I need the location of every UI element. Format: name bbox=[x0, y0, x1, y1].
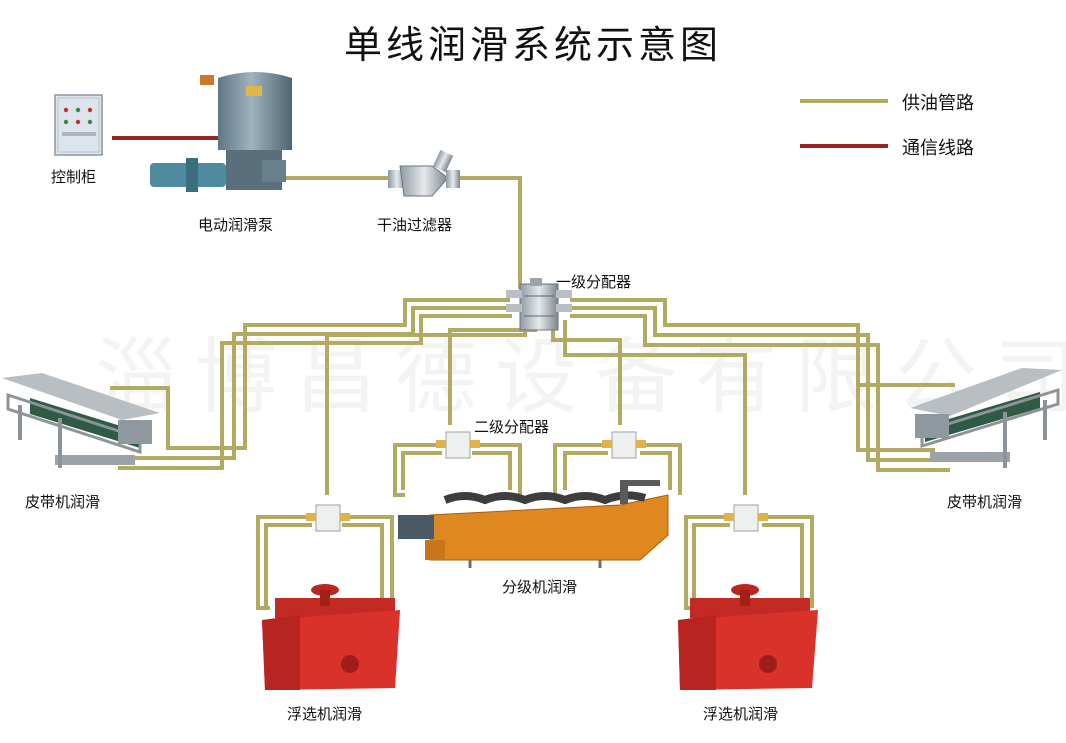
control-cabinet-label: 控制柜 bbox=[51, 168, 97, 186]
classifier-label: 分级机润滑 bbox=[502, 578, 578, 596]
belt-right-label: 皮带机润滑 bbox=[947, 493, 1023, 511]
primary-distributor-icon bbox=[506, 278, 572, 331]
flotation-machine-left-icon bbox=[262, 584, 400, 690]
secondary-distributor-flotation-right bbox=[724, 504, 768, 532]
electric-pump-icon bbox=[150, 72, 292, 192]
flotation-right-label: 浮选机润滑 bbox=[703, 705, 779, 723]
oil-filter-label: 干油过滤器 bbox=[377, 216, 453, 234]
watermark: 淄博昌德设备有限公司 bbox=[95, 330, 1066, 425]
electric-pump-label: 电动润滑泵 bbox=[198, 216, 274, 234]
supply-pipes bbox=[110, 176, 955, 610]
secondary-distributor-label: 二级分配器 bbox=[474, 418, 550, 436]
primary-distributor-label: 一级分配器 bbox=[556, 273, 632, 291]
legend-signal-label: 通信线路 bbox=[902, 138, 974, 159]
legend-supply-label: 供油管路 bbox=[902, 93, 974, 114]
secondary-distributor-classifier-right bbox=[602, 431, 646, 459]
control-cabinet-icon bbox=[54, 94, 103, 156]
belt-left-label: 皮带机润滑 bbox=[25, 493, 101, 511]
oil-filter-icon bbox=[388, 149, 460, 197]
belt-conveyor-right-icon bbox=[910, 368, 1062, 468]
flotation-machine-right-icon bbox=[678, 584, 818, 690]
secondary-distributor-classifier-left bbox=[436, 431, 480, 459]
belt-conveyor-left-icon bbox=[2, 373, 160, 468]
flotation-left-label: 浮选机润滑 bbox=[287, 705, 363, 723]
spiral-classifier-icon bbox=[398, 480, 669, 568]
diagram-title: 单线润滑系统示意图 bbox=[343, 23, 722, 67]
secondary-distributor-flotation-left bbox=[306, 504, 350, 532]
